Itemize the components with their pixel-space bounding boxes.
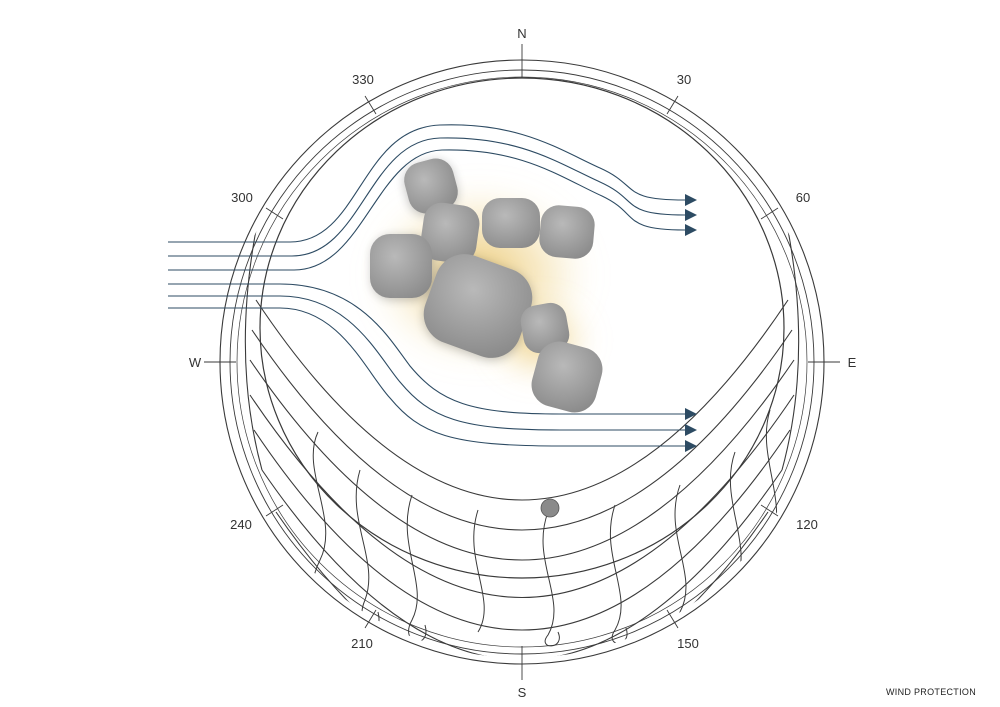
wind-line-3 — [168, 149, 686, 271]
compass-labels: N S W E 330 30 300 60 240 120 210 150 — [189, 26, 857, 700]
analemma-9 — [765, 409, 778, 541]
tick-210 — [364, 609, 377, 629]
sun-arc-2 — [251, 329, 793, 531]
wind-arrowheads — [685, 194, 697, 452]
compass-ticks — [204, 44, 840, 680]
label-w: W — [189, 355, 202, 370]
tick-300 — [265, 207, 284, 220]
wind-flow-lines — [168, 124, 686, 447]
building-block-4 — [539, 205, 595, 259]
sun-arc-3 — [249, 359, 795, 561]
dome-wall-left — [244, 229, 263, 471]
wind-arrow-icon-2 — [685, 209, 697, 221]
wind-line-4 — [168, 283, 685, 415]
label-240: 240 — [230, 517, 252, 532]
building-block-3 — [482, 198, 540, 248]
analemma-7 — [674, 484, 692, 629]
wind-arrow-icon-3 — [685, 224, 697, 236]
building-block-2 — [420, 202, 480, 264]
analemma-6 — [609, 504, 628, 644]
dome-wall-right — [781, 229, 800, 471]
tick-120 — [760, 504, 779, 517]
sun-path-dome — [244, 77, 800, 658]
building-cluster — [370, 158, 603, 413]
wind-arrow-icon-4 — [685, 408, 697, 420]
tick-240 — [265, 504, 284, 517]
wind-arrow-icon-1 — [685, 194, 697, 206]
label-150: 150 — [677, 636, 699, 651]
label-300: 300 — [231, 190, 253, 205]
sun-position-marker — [540, 498, 560, 518]
wind-arrow-icon-5 — [685, 424, 697, 436]
wind-arrow-icon-6 — [685, 440, 697, 452]
analemma-4 — [473, 509, 485, 633]
building-block-1 — [404, 158, 458, 214]
wind-line-6 — [168, 307, 685, 447]
wind-line-1 — [168, 124, 686, 243]
tick-150 — [666, 609, 679, 629]
sun-arc-1 — [255, 299, 789, 501]
wind-line-2 — [168, 137, 686, 257]
analemma-3 — [406, 494, 427, 642]
sun-arc-5 — [253, 429, 791, 631]
tick-330 — [364, 95, 377, 115]
building-block-7 — [520, 302, 570, 354]
label-e: E — [848, 355, 857, 370]
label-60: 60 — [796, 190, 810, 205]
sun-arc-4 — [249, 394, 795, 598]
label-30: 30 — [677, 72, 691, 87]
label-330: 330 — [352, 72, 374, 87]
diagram-caption: WIND PROTECTION — [886, 687, 976, 697]
dome-rim — [259, 77, 785, 579]
label-n: N — [517, 26, 526, 41]
sun-arc-6 — [261, 469, 783, 658]
wind-line-5 — [168, 295, 685, 431]
label-210: 210 — [351, 636, 373, 651]
building-block-5 — [370, 234, 432, 298]
tick-30 — [666, 95, 679, 115]
building-block-6 — [423, 254, 533, 358]
label-s: S — [518, 685, 527, 700]
label-120: 120 — [796, 517, 818, 532]
analemma-5 — [542, 511, 560, 647]
building-block-8 — [531, 341, 603, 413]
sun-arc-7 — [275, 511, 769, 658]
analemma-1 — [312, 431, 327, 607]
tick-60 — [760, 207, 779, 220]
